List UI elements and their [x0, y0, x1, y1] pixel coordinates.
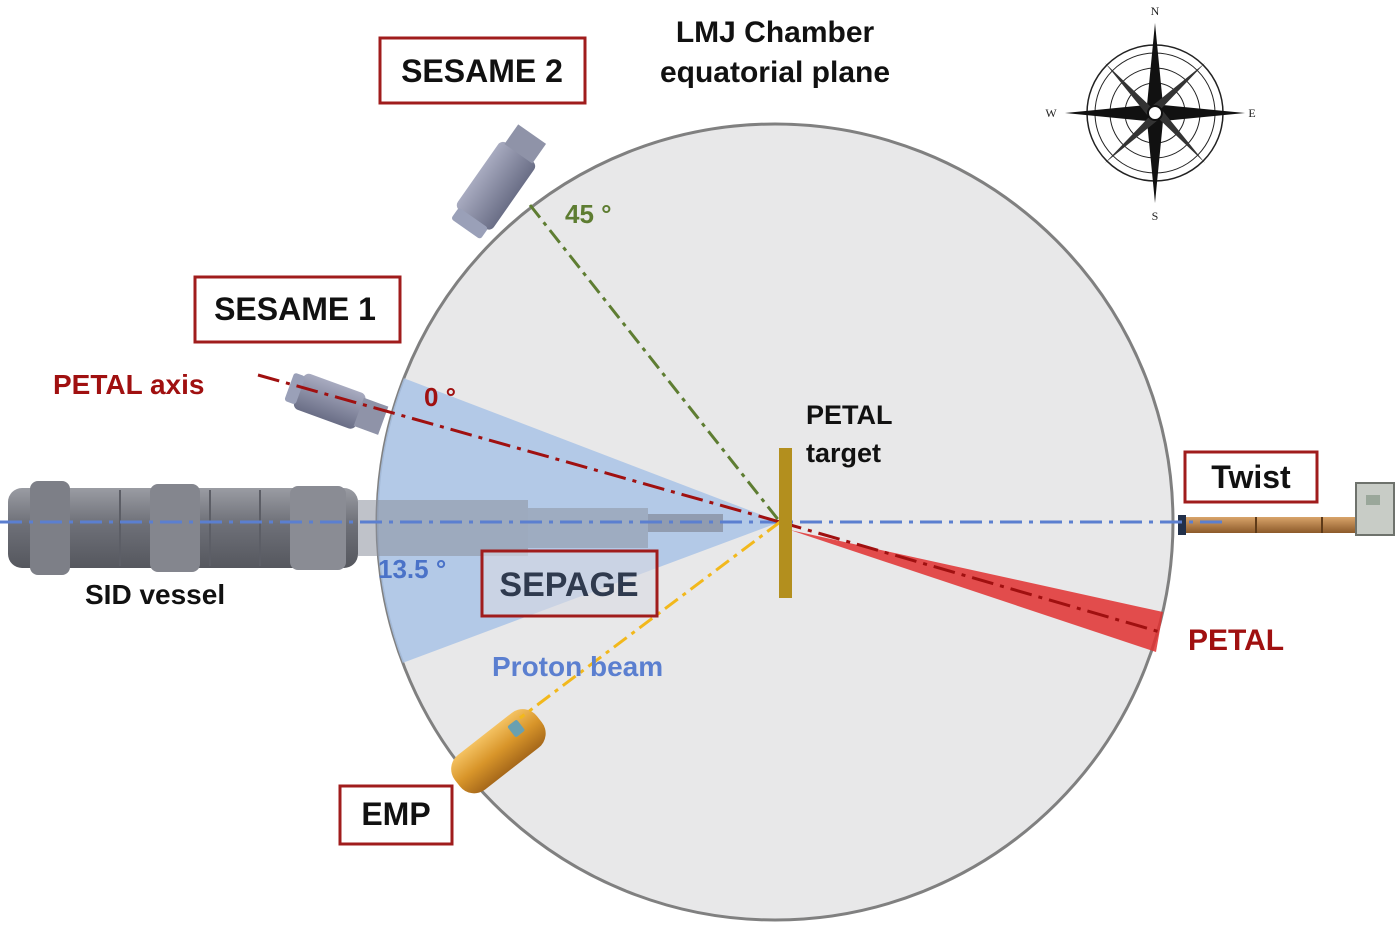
compass-north: N — [1151, 4, 1160, 18]
proton-beam-label: Proton beam — [492, 651, 663, 682]
emp-label-box — [338, 784, 454, 846]
petal-axis-line — [257, 373, 781, 524]
sepage-label-box — [480, 549, 659, 618]
sesame1-instrument — [284, 373, 389, 435]
twist-label: Twist — [1211, 459, 1291, 495]
sid-vessel-drawing — [8, 481, 723, 575]
sepage-label: SEPAGE — [499, 566, 638, 604]
compass-west: W — [1045, 106, 1057, 120]
petal-target — [779, 448, 792, 598]
angle-13-5-label: 13.5 ° — [378, 554, 446, 584]
petal-cone — [790, 530, 1163, 652]
angle-45-label: 45 ° — [565, 199, 612, 229]
sid-vessel-label: SID vessel — [85, 579, 225, 610]
chamber-title-line2: equatorial plane — [660, 56, 890, 89]
compass-south: S — [1152, 209, 1159, 223]
petal-label: PETAL — [1188, 624, 1284, 657]
chamber-title-line1: LMJ Chamber — [676, 16, 875, 49]
twist-instrument — [1178, 482, 1395, 536]
sesame2-label: SESAME 2 — [401, 53, 563, 89]
sesame2-instrument — [452, 124, 547, 239]
twist-label-box — [1183, 450, 1319, 504]
angle-0-label: 0 ° — [424, 382, 456, 412]
emp-label: EMP — [361, 796, 430, 832]
sesame2-axis-line — [528, 204, 782, 523]
petal-beam-line — [779, 520, 1161, 634]
compass-east: E — [1248, 106, 1255, 120]
sesame2-label-box — [378, 36, 587, 105]
petal-target-label-line2: target — [806, 438, 881, 468]
compass-rose-icon: N S E W — [1045, 4, 1255, 223]
sesame1-label: SESAME 1 — [214, 291, 376, 327]
petal-axis-label: PETAL axis — [53, 369, 204, 400]
sesame1-label-box — [193, 275, 402, 344]
emp-axis-line — [519, 520, 781, 720]
petal-target-label-line1: PETAL — [806, 400, 893, 430]
emp-instrument — [451, 709, 546, 794]
